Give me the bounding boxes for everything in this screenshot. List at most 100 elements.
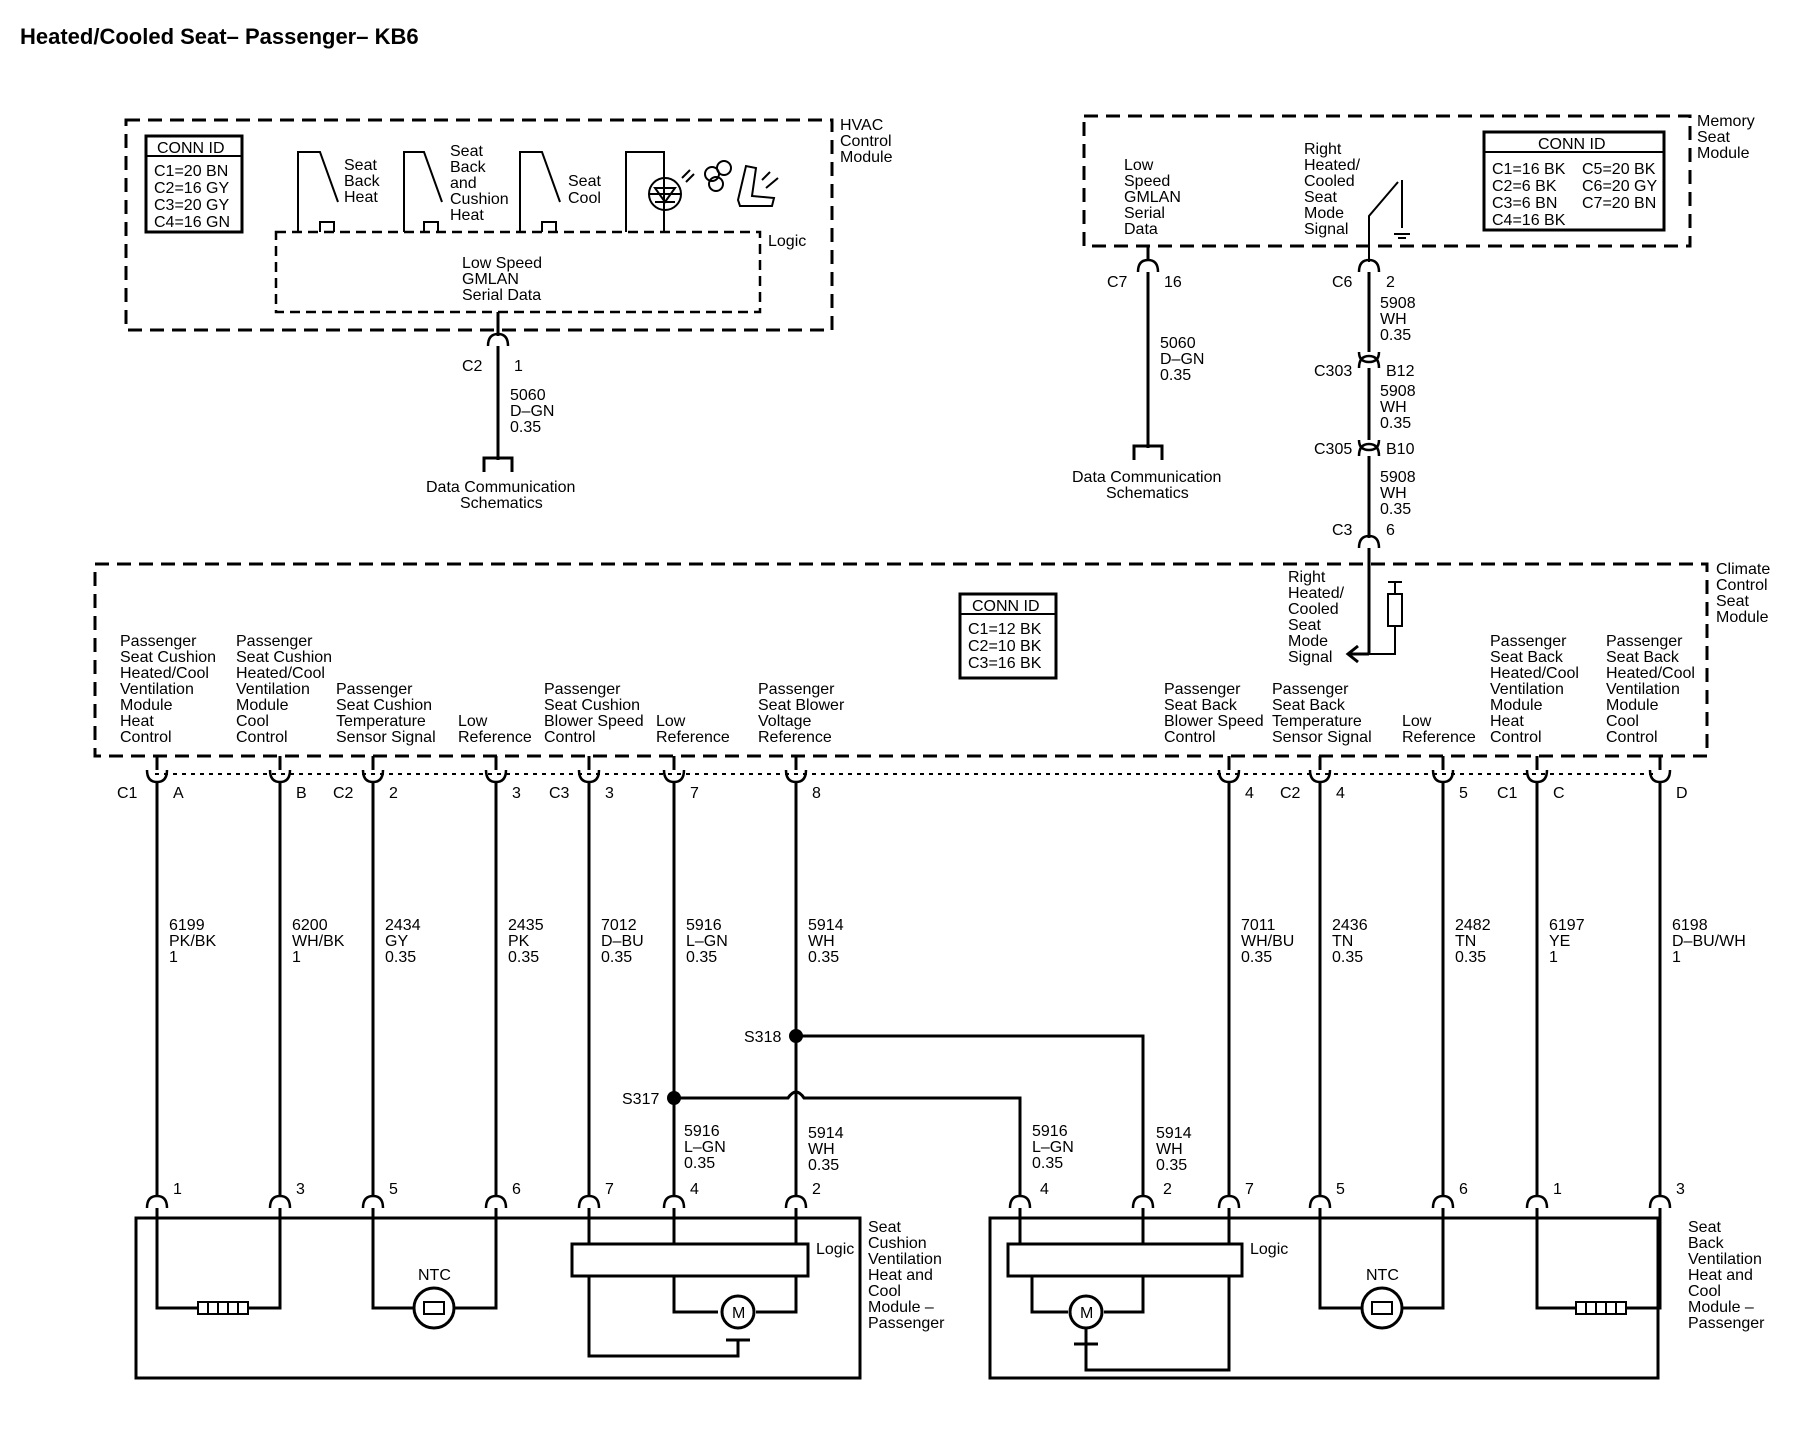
hvac-logic-label: Logic [768,233,806,250]
pin-2-connector-id: C2 [333,785,354,802]
pin-10-label-line: Ventilation [1490,681,1564,698]
svg-text:L–GN: L–GN [1032,1139,1074,1156]
svg-text:Seat: Seat [1716,593,1749,610]
svg-text:Heat: Heat [450,207,484,224]
svg-text:Module –: Module – [1688,1299,1754,1316]
pin-0-wire-label: PK/BK [169,933,216,950]
pin-7-end-pin: 7 [1245,1181,1254,1198]
pin-8-pin-id: 4 [1336,785,1345,802]
svg-text:Heated/: Heated/ [1304,157,1361,174]
svg-text:HVAC: HVAC [840,117,883,134]
pin-2-wire-label: GY [385,933,408,950]
memory-c6-pin: 2 [1386,274,1395,291]
pin-11-pin-id: D [1676,785,1688,802]
pin-0-end-connector [145,1194,169,1209]
svg-text:Seat: Seat [1288,617,1321,634]
svg-text:C1=20 BN: C1=20 BN [154,163,228,180]
seat-back-ventilation-module: Seat Back Ventilation Heat and Cool Modu… [988,1208,1765,1380]
svg-text:Ventilation: Ventilation [1688,1251,1762,1268]
svg-text:0.35: 0.35 [684,1155,715,1172]
pin-11-label-line: Ventilation [1606,681,1680,698]
back-logic-box [1006,1242,1244,1278]
svg-text:C2=10 BK: C2=10 BK [968,638,1042,655]
pin-11-label-line: Control [1606,729,1658,746]
climate-control-seat-module: Climate Control Seat Module CONN ID C1=1… [93,561,1770,1218]
pin-5-wire-label: L–GN [686,933,728,950]
page-title: Heated/Cooled Seat– Passenger– KB6 [20,24,419,49]
splice-lgn-wire-label: 5916 L–GN 0.35 [684,1123,726,1172]
svg-text:Right: Right [1304,141,1342,158]
pin-11-module-connector [1648,769,1672,784]
memory-conn-id-box: CONN ID C1=16 BK C2=6 BK C3=6 BN C4=16 B… [1482,130,1666,232]
memory-ref-bracket [1132,444,1164,460]
svg-text:Module: Module [1697,145,1750,162]
svg-text:Schematics: Schematics [460,495,543,512]
svg-text:Data Communication: Data Communication [426,479,575,496]
pin-9-wire-label: TN [1455,933,1476,950]
pin-3-wire-label: 2435 [508,917,544,934]
memory-c7-wire-label: 5060 D–GN 0.35 [1160,335,1204,384]
svg-text:5914: 5914 [1156,1125,1192,1142]
back-module-pin-4-connector [1008,1194,1032,1209]
pin-0-label-line: Control [120,729,172,746]
back-motor-label: M [1080,1305,1093,1322]
pin-3-pin-id: 3 [512,785,521,802]
pin-8-wire-label: 2436 [1332,917,1368,934]
svg-text:Mode: Mode [1288,633,1328,650]
pin-0-label-line: Passenger [120,633,197,650]
pin-1-label-line: Module [236,697,289,714]
pin-9-module-connector [1431,769,1455,784]
pin-5-module-connector [662,769,686,784]
pin-4-wire-label: 0.35 [601,949,632,966]
svg-text:C3=16 BK: C3=16 BK [968,655,1042,672]
svg-text:Speed: Speed [1124,173,1170,190]
hvac-connector-label: C2 [462,358,483,375]
svg-text:GMLAN: GMLAN [1124,189,1181,206]
pin-2-wire-label: 2434 [385,917,421,934]
pin-0-label-line: Heat [120,713,154,730]
svg-text:Seat: Seat [1304,189,1337,206]
indicator-led-icon [625,151,695,232]
svg-text:Seat: Seat [568,173,601,190]
cushion-ntc-sensor [412,1286,456,1330]
pin-1-label-line: Control [236,729,288,746]
pin-8-connector-id: C2 [1280,785,1301,802]
svg-text:CONN ID: CONN ID [157,140,225,157]
svg-text:5914: 5914 [808,1125,844,1142]
back-blower-motor-icon [1068,1294,1104,1330]
cushion-heater-element [197,1301,249,1315]
svg-text:Cushion: Cushion [450,191,509,208]
climate-module-name: Climate Control Seat Module [1716,561,1770,626]
pin-11-wire-label: 1 [1672,949,1681,966]
pin-7-label-line: Seat Back [1164,697,1238,714]
svg-text:Cooled: Cooled [1288,601,1339,618]
climate-conn-id-box: CONN ID C1=12 BK C2=10 BK C3=16 BK [958,592,1058,680]
svg-text:Schematics: Schematics [1106,485,1189,502]
c303-label: C303 [1314,363,1352,380]
pin-6-label-line: Reference [758,729,832,746]
svg-text:Seat: Seat [868,1219,901,1236]
pin-5-end-connector [662,1194,686,1209]
svg-text:Passenger: Passenger [1688,1315,1765,1332]
pin-7-label-line: Passenger [1164,681,1241,698]
pin-10-label-line: Control [1490,729,1542,746]
pin-1-label-line: Heated/Cool [236,665,325,682]
svg-text:Signal: Signal [1288,649,1332,666]
svg-text:WH: WH [808,1141,835,1158]
pin-0-label-line: Seat Cushion [120,649,216,666]
pin-7-pin-id: 4 [1245,785,1254,802]
pin-4-end-connector [577,1194,601,1209]
svg-text:5916: 5916 [1032,1123,1068,1140]
svg-text:0.35: 0.35 [1156,1157,1187,1174]
memory-c6-label: C6 [1332,274,1353,291]
svg-text:0.35: 0.35 [1380,327,1411,344]
pin-5-pin-id: 7 [690,785,699,802]
pin-8-label-line: Seat Back [1272,697,1346,714]
hvac-connector-c2 [486,332,510,347]
hvac-ref-bracket [482,456,514,472]
svg-text:L–GN: L–GN [684,1139,726,1156]
climate-connector-c3-pin6 [1357,534,1381,549]
pin-7-wire-label: 7011 [1241,917,1276,934]
svg-text:C1=12 BK: C1=12 BK [968,621,1042,638]
memory-c7-pin: 16 [1164,274,1182,291]
